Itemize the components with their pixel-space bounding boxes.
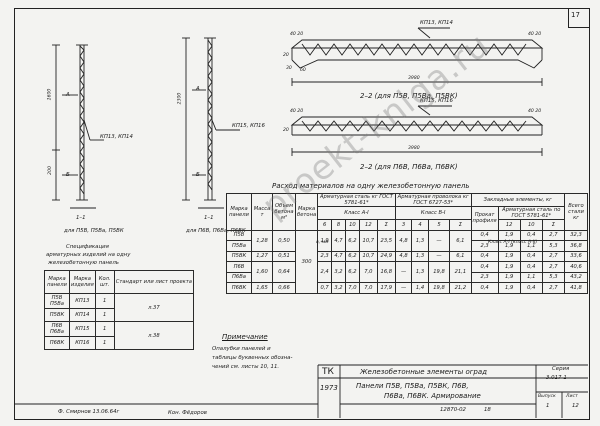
view2-callout: КП15, КП16: [232, 123, 265, 129]
table-row: П6Ва 2,3 1,9 1,1 5,3 43,2: [226, 271, 588, 283]
view1-section: 1–1: [76, 215, 86, 221]
h-total: Всего стали кг: [564, 193, 588, 231]
view1-caption: для П5В, П5Ва, П5ВК: [64, 228, 124, 234]
view1-label-b: Б: [66, 172, 70, 178]
tb-code-2: 18: [484, 407, 491, 413]
spec-table: Марка панели Марка изделия Кол. шт. Стан…: [44, 270, 195, 350]
tb-issue-label: Выпуск: [538, 394, 556, 399]
note-title: Примечание: [222, 333, 268, 341]
tb-subject: Железобетонные элементы оград: [360, 368, 487, 376]
section1-dim-20: 20: [283, 53, 289, 58]
h-embed: Закладные элементы, кг: [470, 193, 566, 207]
section2-length: 3980: [408, 146, 420, 151]
section1-dim-60: 60: [300, 68, 306, 73]
h-class2: Класс А-I (класс А-II): [488, 240, 538, 245]
table-row: П6В П6Ва КП15 1 л.38: [44, 321, 195, 350]
materials-table: Марка панели Масса т Объем бетона м³ Мар…: [226, 193, 588, 294]
view2-dim-2300: 2300: [177, 92, 183, 105]
view1-dim-1600: 1600: [47, 88, 53, 101]
section2-dim-left: 40 20: [290, 109, 304, 114]
sheet-number-box: [568, 8, 590, 28]
tb-desc-2: П6Ва, П6ВК. Армирование: [384, 392, 481, 400]
section2-dim-20: 20: [283, 128, 289, 133]
table-row: П5Ва 2,3 1,9 1,1 5,3 36,8: [226, 240, 588, 252]
view2-label-a: А: [196, 86, 200, 92]
view2-section: 1–1: [204, 215, 214, 221]
table-row: П5В П5Ва КП13 1 л.37: [44, 293, 195, 322]
note-line-2: таблицы буквенных обозна-: [212, 355, 293, 361]
signature-2: Кон. Фёдоров: [168, 410, 207, 416]
section1-title: 2–2 (для П5В, П5Ва, П5ВК): [360, 92, 458, 100]
h-diam: ⌀, мм: [316, 240, 329, 245]
section2-callout: КП15, КП16: [420, 98, 453, 104]
h-mark: Марка панели: [226, 193, 252, 231]
h-steel: Арматурная сталь кг ГОСТ 5781-61*: [317, 193, 396, 207]
sheet-frame: [14, 8, 590, 420]
tb-sheet: 12: [572, 403, 579, 409]
spec-title-2: арматурных изделий на одну: [46, 252, 131, 258]
view2-label-b: Б: [196, 172, 200, 178]
table-row: П5В 1,28 0,50 300 1,9 4,7 6,2 10,7 23,5 …: [226, 229, 588, 294]
h-rolled: Прокат профиля: [470, 206, 499, 231]
section1-length: 3980: [408, 76, 420, 81]
view1-dim-200: 200: [47, 166, 53, 175]
tb-code: 12870-02: [440, 407, 466, 413]
tb-series: 3.017-1: [546, 375, 567, 381]
h-class: Класс А-I: [317, 206, 396, 220]
h-wire: Арматурная проволока кг ГОСТ 6727-53*: [394, 193, 472, 207]
table-row: П6ВК КП16 1: [44, 336, 194, 350]
h-concrete: Марка бетона: [294, 193, 319, 231]
tb-issue: 1: [546, 403, 550, 409]
tb-series-label: Серия: [552, 366, 570, 372]
sheet-number: 17: [571, 11, 580, 19]
section1-dim-right: 40 20: [528, 32, 542, 37]
tb-tk: ТК: [322, 367, 334, 377]
h-wire-class: Класс В-I: [394, 206, 472, 220]
section2-dim-right: 40 20: [528, 109, 542, 114]
view1-label-a: А: [66, 92, 70, 98]
table-row: П6В 1,60 0,64 2,4 3,2 6,2 7,0 16,8 — 1,3…: [226, 261, 588, 283]
spec-title-3: железобетонную панель: [48, 260, 119, 266]
materials-title: Расход материалов на одну железобетонную…: [272, 182, 470, 190]
spec-title-1: Спецификация: [66, 244, 109, 250]
tb-sheet-label: Лист: [566, 394, 578, 399]
section1-callout: КП13, КП14: [420, 20, 453, 26]
signature-1: Ф. Смирнов 13.06.64г: [58, 409, 120, 415]
section1-dim-left: 40 20: [290, 32, 304, 37]
table-row: П5ВК 1,27 0,51 2,3 4,7 6,2 10,7 24,9 4,8…: [226, 250, 588, 262]
h-steel2: Арматурная сталь по ГОСТ 5781-61*: [497, 206, 566, 220]
view1-callout: КП13, КП14: [100, 134, 133, 140]
section2-title: 2–2 (для П6В, П6Ва, П6ВК): [360, 163, 458, 171]
tb-desc-1: Панели П5В, П5Ва, П5ВК, П6В,: [356, 382, 469, 390]
note-line-1: Опалубки панелей и: [212, 346, 271, 352]
section1-dim-30: 30: [286, 66, 292, 71]
tb-year: 1973: [320, 384, 338, 392]
note-line-3: чений см. листы 10, 11.: [212, 364, 280, 370]
table-row: П6ВК 1,65 0,66 0,7 3,2 7,0 7,0 17,9 — 1,…: [226, 282, 588, 294]
view2-caption: для П6В, П6Ва, П6ВК: [186, 228, 246, 234]
